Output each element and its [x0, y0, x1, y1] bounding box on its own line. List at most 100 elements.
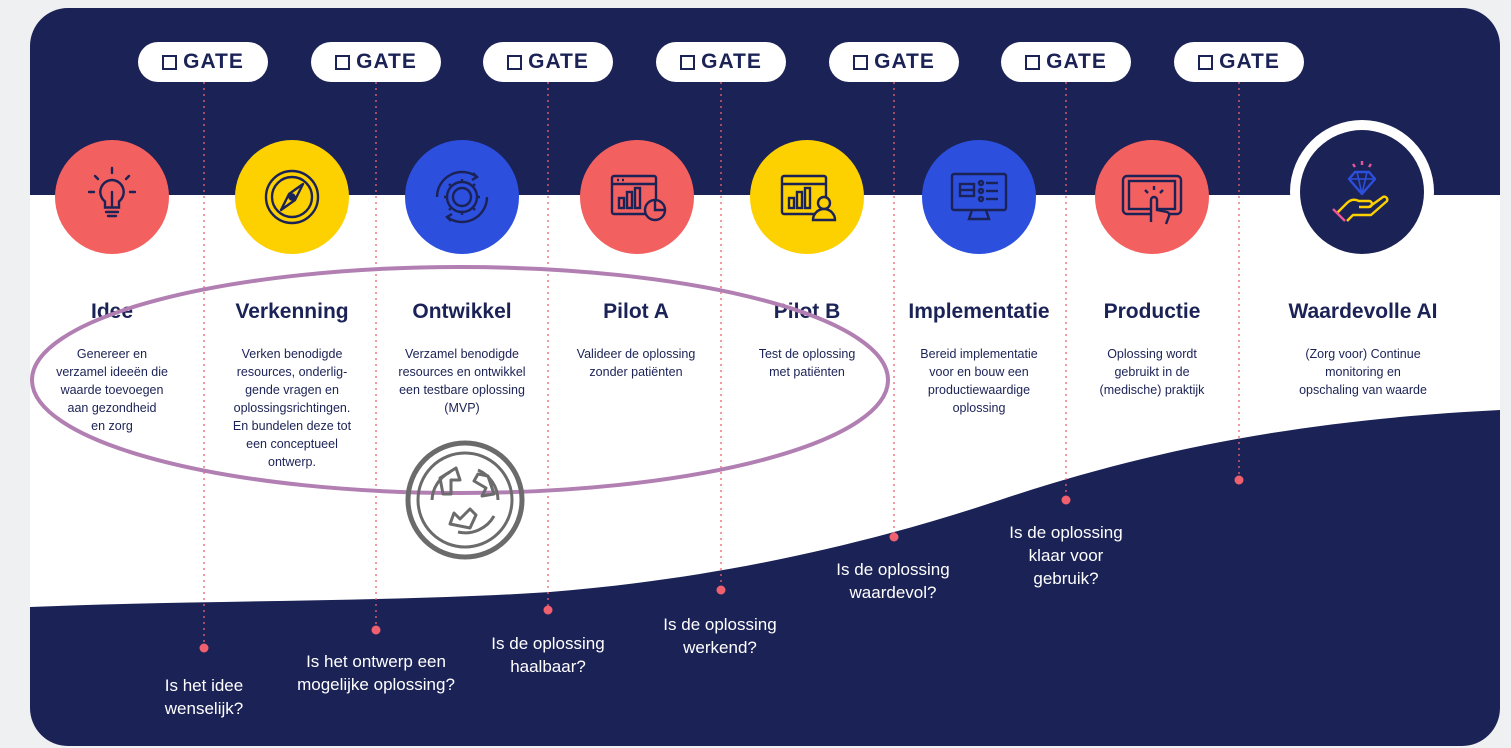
dashboard-chart-icon — [610, 174, 667, 222]
desc-line: En bundelen deze tot — [232, 419, 352, 433]
desc-line: verzamel ideeën die — [56, 365, 168, 379]
question-line: Is het idee — [164, 676, 244, 695]
desc-line: Valideer de oplossing — [576, 347, 696, 361]
lightbulb-icon — [87, 166, 137, 218]
question-line: mogelijke oplossing? — [297, 675, 455, 694]
desc-line: resources en ontwikkel — [398, 365, 526, 379]
gate-pill-2: GATE — [311, 42, 441, 82]
gate-question-3: Is de oplossing haalbaar? — [470, 632, 626, 678]
stage-circle-ontwikkel — [405, 140, 519, 254]
question-line: waarde toe? — [1191, 551, 1285, 570]
desc-line: waarde toevoegen — [60, 383, 164, 397]
question-line: Is de oplossing — [1009, 523, 1123, 542]
checkbox-icon — [162, 54, 178, 70]
stage-desc-productie: Oplossing wordt gebruikt in de (medische… — [1067, 345, 1237, 399]
gate-dot-6 — [1061, 495, 1071, 505]
gear-cycle-icon — [435, 170, 489, 224]
question-line: oplossing — [1202, 528, 1274, 547]
desc-line: Oplossing wordt — [1107, 347, 1197, 361]
desc-line: een testbare oplossing — [399, 383, 525, 397]
checkbox-icon — [853, 54, 869, 70]
stage-title-verkenning: Verkenning — [235, 300, 349, 323]
desc-line: oplossing — [952, 401, 1006, 415]
gate-label: GATE — [874, 50, 935, 73]
gate-question-2: Is het ontwerp een mogelijke oplossing? — [271, 650, 481, 696]
gate-dot-5 — [889, 532, 899, 542]
compass-icon — [264, 169, 320, 225]
dashboard-user-icon — [780, 174, 837, 222]
question-line: gebruik? — [1033, 569, 1099, 588]
question-line: wenselijk? — [164, 699, 244, 718]
stage-circle-waardevolle-ai — [1300, 130, 1424, 254]
checkbox-icon — [507, 54, 523, 70]
checkbox-icon — [335, 54, 351, 70]
gate-question-1: Is het idee wenselijk? — [142, 674, 266, 720]
stage-title-implementatie: Implementatie — [908, 300, 1050, 323]
checkbox-icon — [680, 54, 696, 70]
desc-line: monitoring en — [1325, 365, 1401, 379]
gate-label: GATE — [356, 50, 417, 73]
desc-line: Genereer en — [76, 347, 148, 361]
stage-title-ontwikkel: Ontwikkel — [412, 300, 512, 323]
gate-label: GATE — [528, 50, 589, 73]
gate-label: GATE — [1219, 50, 1280, 73]
desc-line: Bereid implementatie — [920, 347, 1038, 361]
gate-pill-3: GATE — [483, 42, 613, 82]
gate-pill-1: GATE — [138, 42, 268, 82]
gate-question-7: Voegt de oplossing waarde toe? — [1168, 503, 1308, 572]
desc-line: met patiënten — [769, 365, 845, 379]
question-line: Is het ontwerp een — [306, 652, 446, 671]
desc-line: zonder patiënten — [589, 365, 683, 379]
question-line: Is de oplossing — [663, 615, 777, 634]
question-line: klaar voor — [1028, 546, 1104, 565]
desc-line: gebruikt in de — [1114, 365, 1190, 379]
gate-dot-3 — [543, 605, 553, 615]
stage-title-pilot-b: Pilot B — [773, 300, 841, 323]
gate-label: GATE — [1046, 50, 1107, 73]
diamond-hand-icon — [1332, 161, 1389, 222]
stage-circle-productie — [1095, 140, 1209, 254]
gate-label: GATE — [183, 50, 244, 73]
tablet-touch-icon — [1121, 174, 1183, 225]
monitor-icon — [950, 172, 1008, 221]
question-line: waardevol? — [849, 583, 937, 602]
desc-line: aan gezondheid — [67, 401, 157, 415]
question-line: haalbaar? — [510, 657, 586, 676]
gate-question-5: Is de oplossing waardevol? — [815, 558, 971, 604]
desc-line: Verzamel benodigde — [405, 347, 519, 361]
stage-title-productie: Productie — [1103, 300, 1201, 323]
gate-dot-1 — [199, 643, 209, 653]
question-line: Is de oplossing — [491, 634, 605, 653]
gate-dot-2 — [371, 625, 381, 635]
stage-desc-waardevolle-ai: (Zorg voor) Continue monitoring en opsch… — [1278, 345, 1448, 399]
question-line: Voegt de — [1204, 505, 1272, 524]
stage-circle-pilot-a — [580, 140, 694, 254]
desc-line: (Zorg voor) Continue — [1305, 347, 1421, 361]
gate-pill-6: GATE — [1001, 42, 1131, 82]
stage-circle-implementatie — [922, 140, 1036, 254]
checkbox-icon — [1025, 54, 1041, 70]
question-line: Is de oplossing — [836, 560, 950, 579]
stage-desc-pilot-b: Test de oplossing met patiënten — [722, 345, 892, 381]
stage-circle-pilot-b — [750, 140, 864, 254]
gate-question-4: Is de oplossing werkend? — [642, 613, 798, 659]
stage-circle-verkenning — [235, 140, 349, 254]
stage-circle-idee — [55, 140, 169, 254]
gate-dot-4 — [716, 585, 726, 595]
desc-line: Test de oplossing — [758, 347, 856, 361]
stage-title-idee: Idee — [90, 300, 134, 323]
desc-line: en zorg — [91, 419, 133, 433]
question-line: werkend? — [683, 638, 757, 657]
stage-desc-verkenning: Verken benodigde resources, onderlig- ge… — [207, 345, 377, 471]
desc-line: resources, onderlig- — [236, 365, 348, 379]
gate-pill-7: GATE — [1174, 42, 1304, 82]
desc-line: gende vragen en — [245, 383, 339, 397]
gate-pill-4: GATE — [656, 42, 786, 82]
gate-pill-5: GATE — [829, 42, 959, 82]
desc-line: (medische) praktijk — [1099, 383, 1205, 397]
desc-line: oplossingsrichtingen. — [233, 401, 351, 415]
desc-line: een conceptueel — [246, 437, 338, 451]
gate-dots — [199, 475, 1244, 653]
stage-desc-implementatie: Bereid implementatie voor en bouw een pr… — [894, 345, 1064, 417]
checkbox-icon — [1198, 54, 1214, 70]
